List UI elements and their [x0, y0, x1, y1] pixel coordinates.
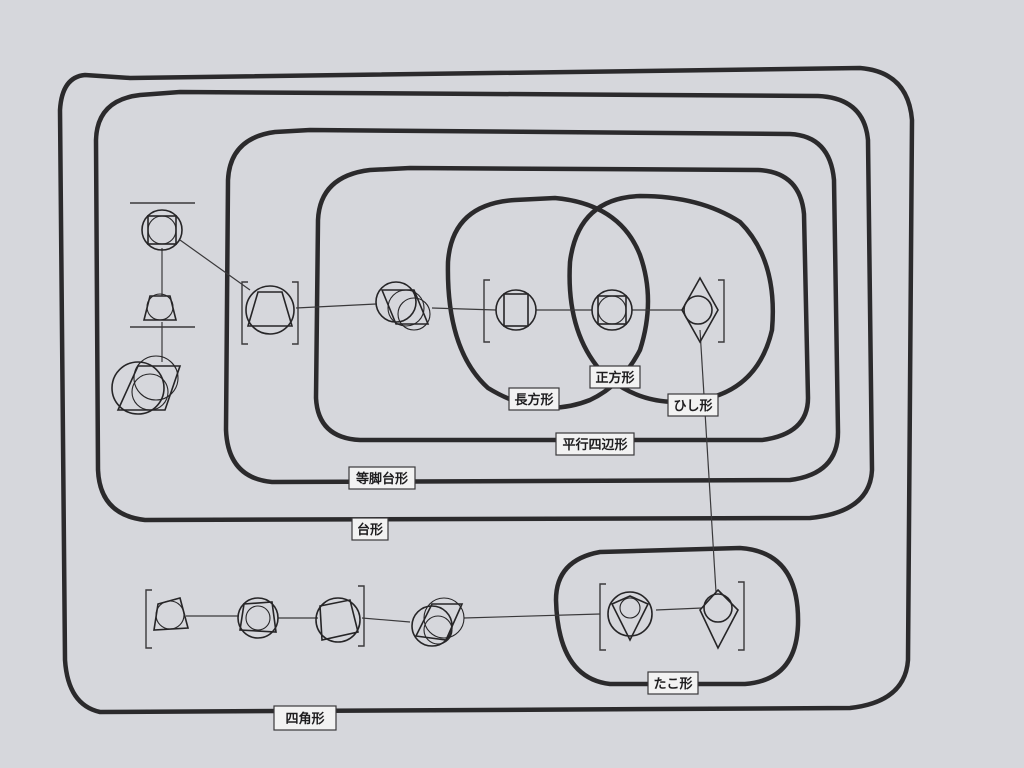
connector [179, 239, 251, 291]
bracket [718, 279, 725, 343]
region-quadrilateral [57, 65, 915, 715]
connector [699, 329, 717, 593]
bracket [599, 583, 606, 651]
label-trapezoid: 台形 [351, 517, 389, 541]
tangential-quadrilateral-icon [315, 597, 361, 643]
svg-text:平行四辺形: 平行四辺形 [562, 437, 627, 453]
label-kite: たこ形 [647, 671, 699, 695]
square-inscribed-circles-icon [141, 209, 183, 251]
label-rhombus: ひし形 [667, 393, 719, 417]
region-trapezoid [93, 89, 875, 523]
bracket [241, 281, 248, 345]
connector [295, 303, 377, 309]
bracket [738, 581, 745, 651]
region-parallelogram [313, 165, 811, 443]
label-parallelogram: 平行四辺形 [555, 432, 635, 456]
isosceles-trapezoid-circle-icon [245, 285, 295, 335]
cyclic-quadrilateral-icon [237, 597, 279, 639]
bracket [145, 589, 152, 649]
rhombus-circle-icon [681, 276, 719, 344]
bracket [358, 585, 365, 647]
label-quadrilateral: 四角形 [273, 705, 337, 731]
label-isosceles-trapezoid: 等脚台形 [348, 466, 416, 490]
general-quadrilateral-icon [153, 597, 190, 631]
rectangle-circle-icon [495, 289, 537, 331]
svg-text:たこ形: たこ形 [653, 677, 692, 692]
kite-rhombus-icon [699, 588, 739, 650]
parallelogram-circles-icon [375, 281, 431, 331]
connector [655, 607, 703, 611]
region-rectangle [445, 195, 651, 410]
svg-text:長方形: 長方形 [514, 392, 553, 408]
overlapping-circles-trapezoid-icon [111, 355, 182, 415]
connector [361, 617, 411, 623]
svg-text:正方形: 正方形 [595, 370, 634, 386]
overlapping-circles-quadrilateral-icon [411, 597, 465, 647]
label-square: 正方形 [589, 365, 641, 389]
label-rectangle: 長方形 [508, 387, 560, 411]
region-kite [553, 545, 801, 687]
isosceles-trapezoid-small-icon [142, 293, 178, 321]
svg-text:四角形: 四角形 [285, 711, 324, 727]
bracket [292, 281, 299, 345]
connector [431, 307, 497, 311]
connector [463, 613, 601, 619]
kite-circle-icon [607, 591, 653, 642]
region-isosceles-trapezoid [223, 127, 841, 485]
svg-text:ひし形: ひし形 [673, 399, 712, 414]
bracket [483, 279, 490, 343]
svg-text:台形: 台形 [357, 522, 383, 538]
square-circle-icon [591, 289, 633, 331]
svg-text:等脚台形: 等脚台形 [355, 471, 408, 487]
